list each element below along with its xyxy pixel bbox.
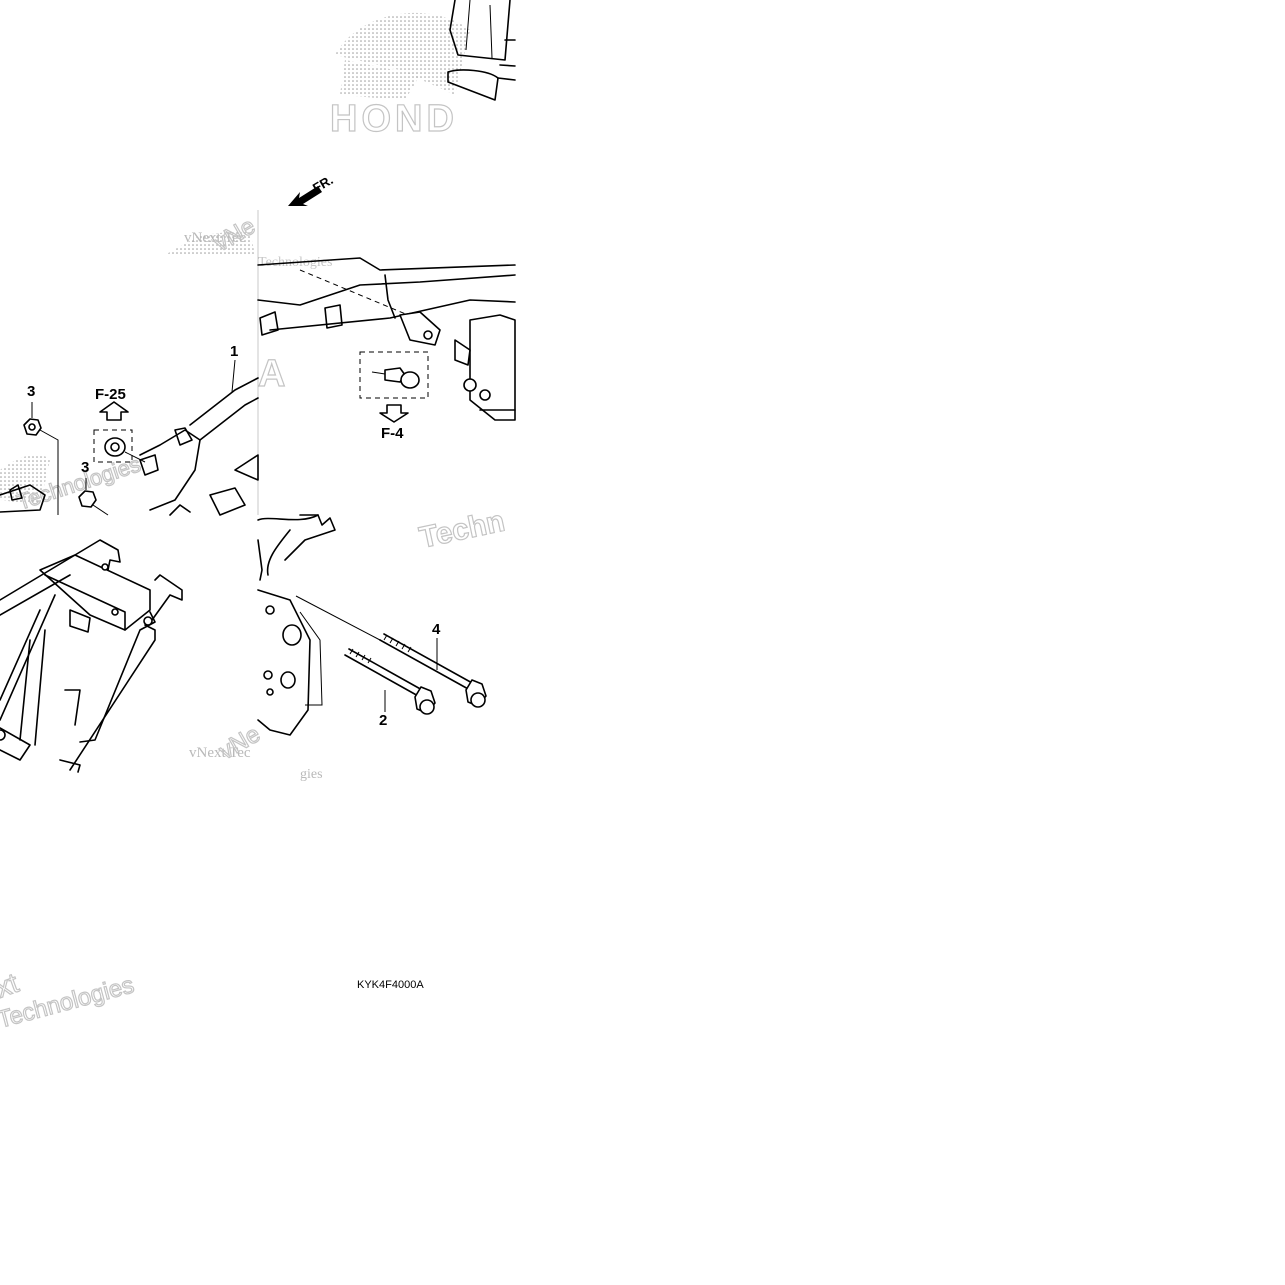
ref-f25-label: F-25 xyxy=(95,386,126,403)
frame-rear-section xyxy=(0,539,183,773)
watermark-text: vNext Tec xyxy=(189,745,251,761)
watermark-text: gies xyxy=(300,767,323,782)
callout-4: 4 xyxy=(432,621,441,638)
fork-tube-drawing xyxy=(447,0,516,101)
callout-3-upper: 3 xyxy=(27,383,35,400)
watermark-text: vNext Tec xyxy=(184,230,246,246)
callout-1: 1 xyxy=(230,343,238,360)
honda-logo-watermark: HOND A xyxy=(257,12,470,396)
front-direction-arrow: FR. xyxy=(288,172,336,206)
logo-fragment-left xyxy=(0,230,255,505)
honda-watermark-partial: A xyxy=(258,353,285,395)
callout-2: 2 xyxy=(379,712,387,729)
ref-f4-label: F-4 xyxy=(381,425,404,442)
callout-3-lower: 3 xyxy=(81,459,89,476)
callout-1-leader xyxy=(231,359,236,393)
watermark-text: xt xyxy=(0,967,23,1004)
bolt-mount-section: 4 2 xyxy=(257,514,487,736)
watermark-text: Technologies xyxy=(0,971,137,1033)
honda-watermark-text: HOND xyxy=(330,98,458,140)
drawing-code: KYK4F4000A xyxy=(357,979,424,991)
frame-left-section: 1 3 3 F-25 xyxy=(0,343,259,516)
frame-upper-section: F-4 xyxy=(257,257,516,442)
watermark-text: Techn xyxy=(417,505,508,555)
